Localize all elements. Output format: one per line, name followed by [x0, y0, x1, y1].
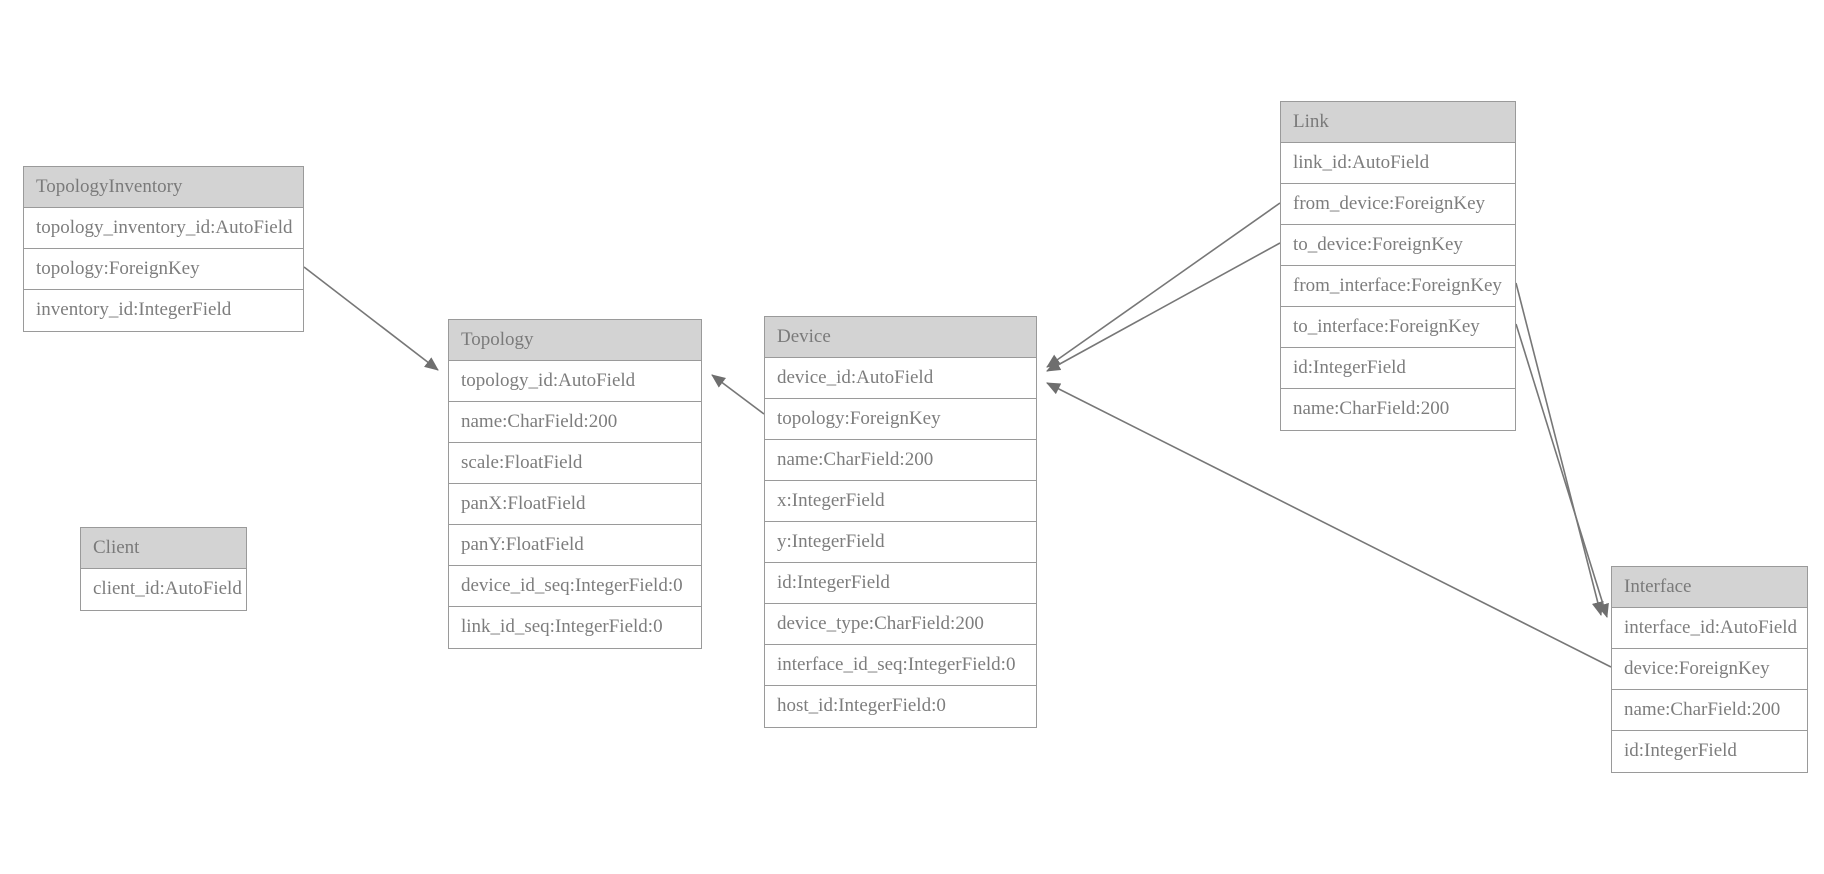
entity-field-row[interactable]: id:IntegerField — [1281, 348, 1515, 389]
edge-link-from-device — [1046, 202, 1281, 368]
entity-field-row[interactable]: host_id:IntegerField:0 — [765, 686, 1036, 727]
entity-field-row[interactable]: device_id_seq:IntegerField:0 — [449, 566, 701, 607]
entity-title-interface: Interface — [1612, 567, 1807, 608]
entity-field-row[interactable]: name:CharField:200 — [449, 402, 701, 443]
entity-field-row[interactable]: interface_id_seq:IntegerField:0 — [765, 645, 1036, 686]
entity-field-row[interactable]: panY:FloatField — [449, 525, 701, 566]
entity-field-row[interactable]: topology_id:AutoField — [449, 361, 701, 402]
entity-field-row[interactable]: from_device:ForeignKey — [1281, 184, 1515, 225]
entity-field-row[interactable]: interface_id:AutoField — [1612, 608, 1807, 649]
entity-field-row[interactable]: scale:FloatField — [449, 443, 701, 484]
entity-field-row[interactable]: topology:ForeignKey — [765, 399, 1036, 440]
entity-title-device: Device — [765, 317, 1036, 358]
entity-field-row[interactable]: inventory_id:IntegerField — [24, 290, 303, 331]
entity-title-link: Link — [1281, 102, 1515, 143]
entity-title-client: Client — [81, 528, 246, 569]
entity-field-row[interactable]: topology:ForeignKey — [24, 249, 303, 290]
entity-field-row[interactable]: topology_inventory_id:AutoField — [24, 208, 303, 249]
entity-field-row[interactable]: name:CharField:200 — [1612, 690, 1807, 731]
edge-topologyinventory-topology — [303, 266, 439, 371]
edge-link-from-interface — [1515, 282, 1604, 616]
edge-link-to-device — [1046, 242, 1281, 372]
entity-field-row[interactable]: panX:FloatField — [449, 484, 701, 525]
entity-field-row[interactable]: to_device:ForeignKey — [1281, 225, 1515, 266]
edge-device-topology — [711, 374, 765, 415]
entity-field-row[interactable]: name:CharField:200 — [765, 440, 1036, 481]
entity-field-row[interactable]: client_id:AutoField — [81, 569, 246, 610]
entity-title-topology: Topology — [449, 320, 701, 361]
entity-title-topology-inventory: TopologyInventory — [24, 167, 303, 208]
entity-field-row[interactable]: device:ForeignKey — [1612, 649, 1807, 690]
entity-field-row[interactable]: y:IntegerField — [765, 522, 1036, 563]
entity-field-row[interactable]: link_id_seq:IntegerField:0 — [449, 607, 701, 648]
entity-field-row[interactable]: id:IntegerField — [765, 563, 1036, 604]
entity-field-row[interactable]: link_id:AutoField — [1281, 143, 1515, 184]
entity-field-row[interactable]: id:IntegerField — [1612, 731, 1807, 772]
entity-field-row[interactable]: to_interface:ForeignKey — [1281, 307, 1515, 348]
entity-field-row[interactable]: from_interface:ForeignKey — [1281, 266, 1515, 307]
edge-link-to-interface — [1515, 323, 1609, 618]
entity-field-row[interactable]: device_type:CharField:200 — [765, 604, 1036, 645]
entity-field-row[interactable]: name:CharField:200 — [1281, 389, 1515, 430]
entity-field-row[interactable]: x:IntegerField — [765, 481, 1036, 522]
entity-field-row[interactable]: device_id:AutoField — [765, 358, 1036, 399]
